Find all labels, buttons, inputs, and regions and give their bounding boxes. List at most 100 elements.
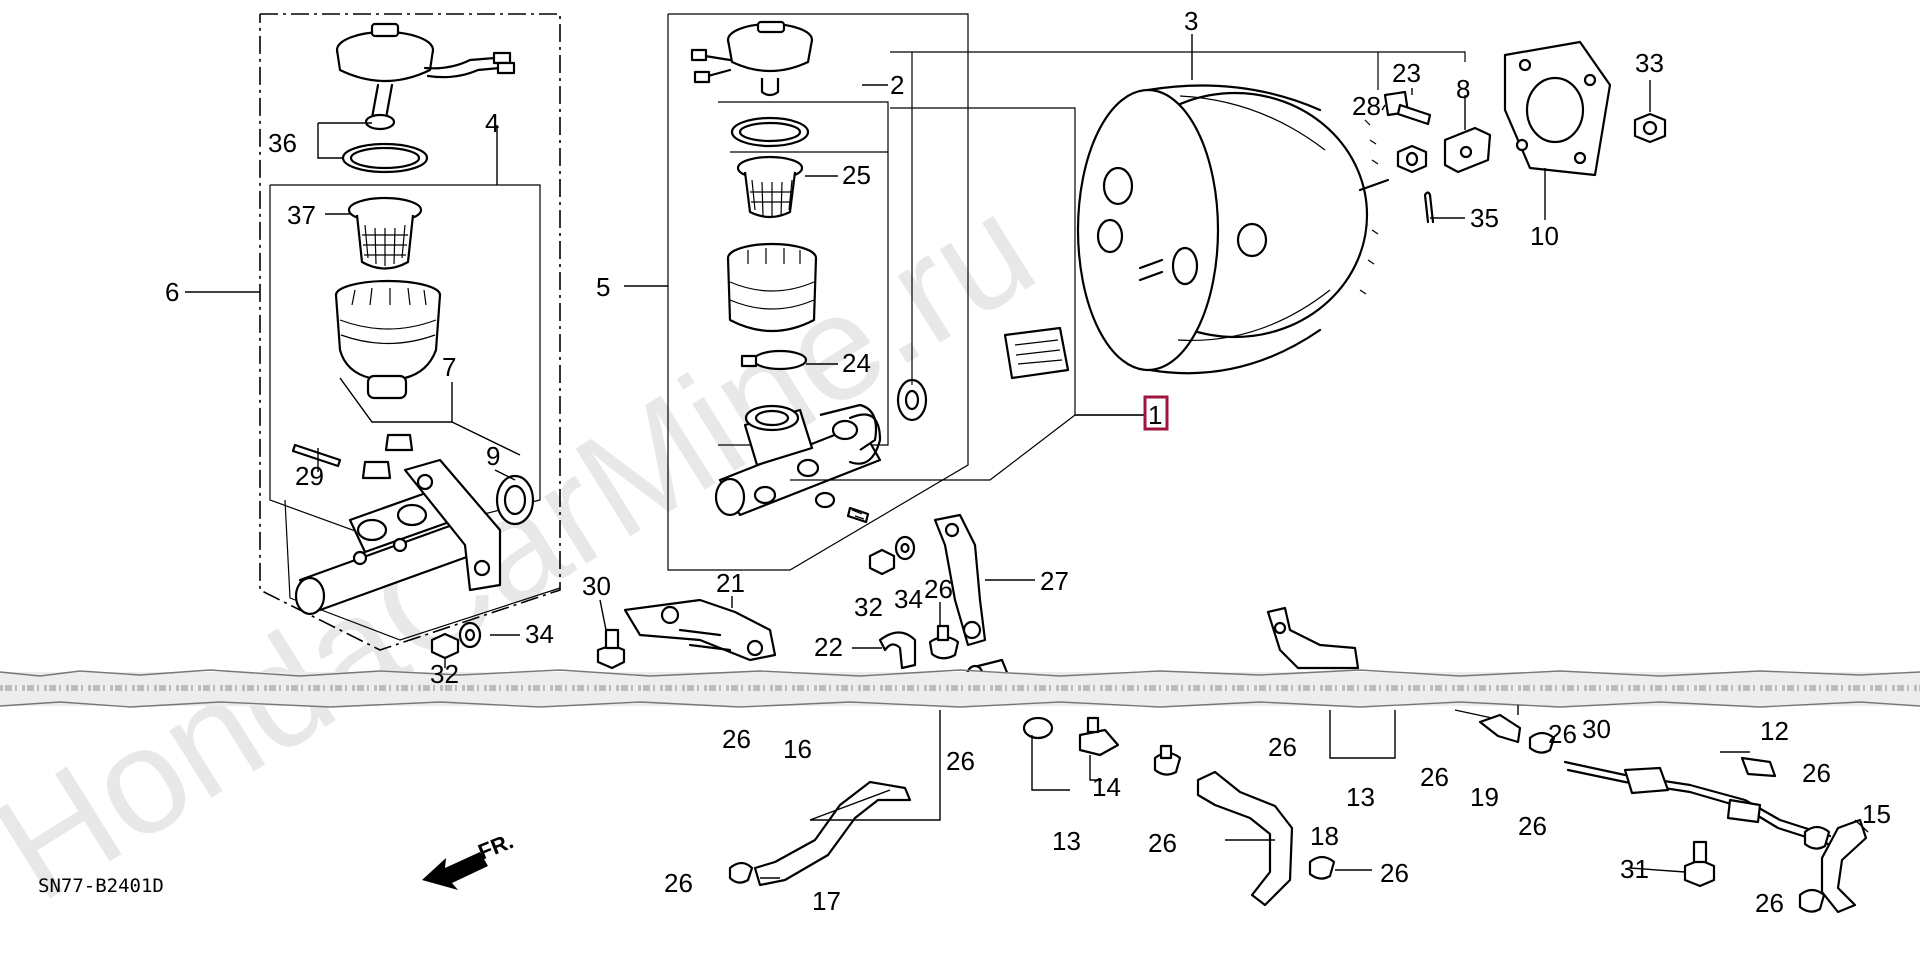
hose-19 xyxy=(1478,713,1522,744)
brake-booster-3 xyxy=(1076,84,1390,375)
nut-32-middle xyxy=(868,548,896,576)
callout-35: 35 xyxy=(1470,203,1499,233)
callout-2: 2 xyxy=(890,70,904,100)
reservoir-seal-ring xyxy=(341,142,429,174)
callout-12: 12 xyxy=(1760,716,1789,746)
clamp-24 xyxy=(740,349,808,371)
clips-26-right xyxy=(1798,825,1831,913)
callout-3: 3 xyxy=(1184,6,1198,36)
scan-noise-band xyxy=(0,669,1920,708)
reservoir-tank-middle xyxy=(726,242,818,333)
callout-13-left: 13 xyxy=(1052,826,1081,856)
callout-34-middle: 34 xyxy=(894,584,923,614)
clip-26-upper xyxy=(928,624,960,660)
callout-26-g: 26 xyxy=(1380,858,1409,888)
clip-26-19 xyxy=(1528,731,1556,754)
reservoir-body xyxy=(334,279,442,400)
callout-32-middle: 32 xyxy=(854,592,883,622)
callout-5: 5 xyxy=(596,272,610,302)
bolt-and-washer-middle xyxy=(814,491,870,524)
leader-lines xyxy=(185,34,1869,879)
hose-17 xyxy=(753,780,912,887)
callout-30-right: 30 xyxy=(1582,714,1611,744)
callout-36: 36 xyxy=(268,128,297,158)
callout-18: 18 xyxy=(1310,821,1339,851)
callout-26-k: 26 xyxy=(1548,719,1577,749)
callout-26-d: 26 xyxy=(1420,762,1449,792)
seal-ring-2 xyxy=(730,116,810,148)
callout-14: 14 xyxy=(1092,772,1121,802)
callout-21: 21 xyxy=(716,568,745,598)
callout-15: 15 xyxy=(1862,799,1891,829)
callout-26-i: 26 xyxy=(1802,758,1831,788)
washer-34-middle xyxy=(894,535,916,561)
diagram-code: SN77-B2401D xyxy=(38,875,164,897)
gasket-10 xyxy=(1503,40,1612,177)
callout-37: 37 xyxy=(287,200,316,230)
callout-23: 23 xyxy=(1392,58,1421,88)
callout-26-c: 26 xyxy=(1268,732,1297,762)
bracket-21 xyxy=(623,598,777,662)
callout-32-left: 32 xyxy=(430,659,459,689)
washer-34-left xyxy=(458,621,482,649)
clip-26-lower-a xyxy=(1153,744,1182,776)
callout-24: 24 xyxy=(842,348,871,378)
packet-grease xyxy=(1003,326,1070,380)
clip-26-18 xyxy=(1308,855,1336,880)
callout-4: 4 xyxy=(485,108,499,138)
front-direction-arrow xyxy=(422,852,488,890)
callout-34-left: 34 xyxy=(525,619,554,649)
clevis-8 xyxy=(1443,126,1492,174)
callout-7: 7 xyxy=(442,352,456,382)
bracket-27 xyxy=(933,513,987,647)
front-direction-label: FR. xyxy=(475,828,517,864)
strainer-37 xyxy=(347,196,423,270)
seal-9 xyxy=(495,474,535,526)
callout-22: 22 xyxy=(814,632,843,662)
connector-12 xyxy=(1740,756,1777,778)
nut-28 xyxy=(1396,144,1428,174)
callout-19: 19 xyxy=(1470,782,1499,812)
reservoir-cap-2 xyxy=(690,20,814,97)
callout-26-a: 26 xyxy=(722,724,751,754)
hose-15 xyxy=(1820,818,1868,914)
callout-13-right: 13 xyxy=(1346,782,1375,812)
callout-30-left: 30 xyxy=(582,571,611,601)
vacuum-line-right xyxy=(1563,760,1832,846)
callout-26-j: 26 xyxy=(1755,888,1784,918)
master-cylinder-body-left xyxy=(294,458,502,616)
callout-25: 25 xyxy=(842,160,871,190)
strainer-25 xyxy=(736,155,804,219)
callout-29: 29 xyxy=(295,461,324,491)
highlight-box-1 xyxy=(1143,395,1169,431)
callout-10: 10 xyxy=(1530,221,1559,251)
callout-9: 9 xyxy=(486,441,500,471)
callout-16: 16 xyxy=(783,734,812,764)
hose-22 xyxy=(878,631,917,670)
callout-26-b: 26 xyxy=(946,746,975,776)
callout-8: 8 xyxy=(1456,74,1470,104)
callout-31: 31 xyxy=(1620,854,1649,884)
callout-26-upper: 26 xyxy=(924,574,953,604)
bolt-23 xyxy=(1383,90,1432,126)
master-cylinder-main xyxy=(714,403,882,517)
reservoir-cap-36 xyxy=(335,22,516,131)
callout-1: 1 xyxy=(1148,400,1162,430)
callout-labels: 1 2 3 4 5 6 7 8 9 10 12 13 13 14 15 16 1… xyxy=(165,6,1891,918)
hose-18 xyxy=(1196,770,1294,907)
nut-32-left xyxy=(430,632,460,660)
plugs-7 xyxy=(361,433,414,480)
pin-29 xyxy=(291,443,342,468)
callout-26-f: 26 xyxy=(1148,828,1177,858)
gasket-booster xyxy=(896,378,928,422)
clip-26-17 xyxy=(728,861,754,884)
check-valve-14 xyxy=(1022,716,1120,757)
callout-17: 17 xyxy=(812,886,841,916)
callout-6: 6 xyxy=(165,277,179,307)
bolt-31 xyxy=(1683,840,1716,888)
callout-28: 28 xyxy=(1352,91,1381,121)
callout-26-h: 26 xyxy=(664,868,693,898)
callout-33: 33 xyxy=(1635,48,1664,78)
